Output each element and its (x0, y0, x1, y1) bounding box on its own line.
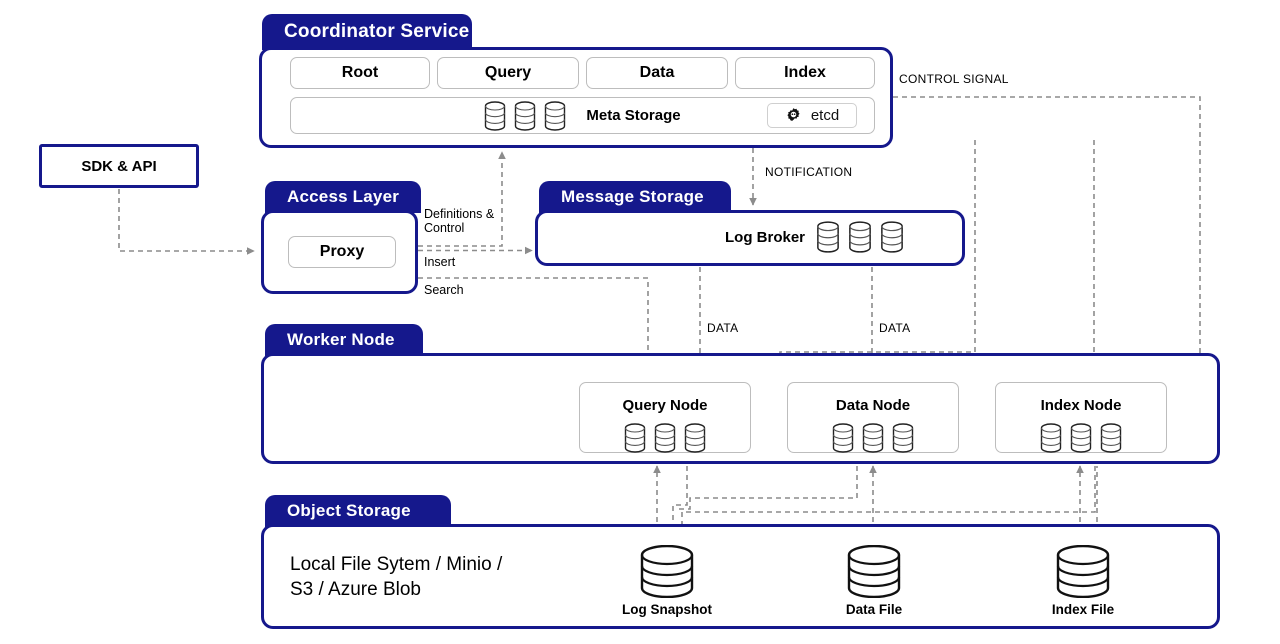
coordinator-service-query[interactable]: Query (437, 57, 579, 89)
database-cylinder-icon (847, 545, 901, 598)
proxy-box[interactable]: Proxy (288, 236, 396, 268)
log-broker-group: Log Broker (725, 221, 904, 253)
coordinator-service-query-label: Query (484, 64, 532, 81)
log-broker-label: Log Broker (725, 228, 806, 246)
database-cylinder-icon (545, 100, 566, 131)
coordinator-service-data-label: Data (639, 64, 675, 81)
query-node-box[interactable]: Query Node (579, 382, 751, 453)
coordinator-service-root[interactable]: Root (290, 57, 430, 89)
data-file-label: Data File (845, 602, 903, 617)
data-node-label: Data Node (835, 397, 911, 414)
worker-node-tab-label: Worker Node (287, 330, 395, 349)
log-snapshot-group (638, 545, 696, 598)
control-signal-label: CONTROL SIGNAL (899, 72, 1009, 86)
etcd-label: etcd (810, 107, 840, 124)
database-cylinder-icon (892, 423, 914, 453)
wire-sdk-to-proxy (118, 189, 255, 255)
message-storage-tab-label: Message Storage (561, 187, 704, 206)
index-node-label: Index Node (1040, 397, 1122, 414)
etcd-badge[interactable]: etcd (767, 103, 857, 128)
coordinator-service-index[interactable]: Index (735, 57, 875, 89)
access-layer-tab: Access Layer (265, 181, 421, 213)
meta-storage-label: Meta Storage (586, 107, 681, 124)
coordinator-service-data[interactable]: Data (586, 57, 728, 89)
data-node-box[interactable]: Data Node (787, 382, 959, 453)
data-label-left: DATA (707, 321, 739, 335)
index-node-cylinders (1040, 423, 1122, 453)
log-snapshot-label: Log Snapshot (622, 602, 712, 617)
database-cylinder-icon (515, 100, 536, 131)
search-label: Search (424, 283, 464, 297)
sdk-api-box[interactable]: SDK & API (39, 144, 199, 188)
database-cylinder-icon (684, 423, 706, 453)
access-layer-tab-label: Access Layer (287, 187, 400, 206)
meta-storage-content: Meta Storage (484, 100, 681, 131)
insert-label: Insert (424, 255, 456, 269)
coordinator-tab: Coordinator Service (262, 14, 472, 50)
gear-icon (787, 108, 800, 121)
proxy-label: Proxy (319, 243, 365, 260)
object-storage-tab-label: Object Storage (287, 501, 411, 520)
database-cylinder-icon (1056, 545, 1110, 598)
coordinator-service-index-label: Index (784, 64, 826, 81)
database-cylinder-icon (849, 221, 871, 253)
data-file-group (845, 545, 903, 598)
sdk-api-label: SDK & API (81, 157, 157, 175)
coordinator-tab-label: Coordinator Service (284, 21, 470, 42)
database-cylinder-icon (485, 100, 506, 131)
query-node-cylinders (624, 423, 706, 453)
database-cylinder-icon (1070, 423, 1092, 453)
coordinator-service-root-label: Root (341, 64, 379, 81)
database-cylinder-icon (654, 423, 676, 453)
object-storage-tab: Object Storage (265, 495, 451, 527)
data-label-right: DATA (879, 321, 911, 335)
index-file-group (1054, 545, 1112, 598)
database-cylinder-icon (817, 221, 839, 253)
index-file-label: Index File (1051, 602, 1115, 617)
notification-label: NOTIFICATION (765, 165, 853, 179)
database-cylinder-icon (1040, 423, 1062, 453)
message-storage-tab: Message Storage (539, 181, 731, 213)
database-cylinder-icon (624, 423, 646, 453)
object-storage-backends: Local File Sytem / Minio / S3 / Azure Bl… (290, 554, 503, 600)
database-cylinder-icon (640, 545, 694, 598)
database-cylinder-icon (881, 221, 903, 253)
wire-datafile-route (676, 466, 858, 510)
worker-node-tab: Worker Node (265, 324, 423, 356)
database-cylinder-icon (1100, 423, 1122, 453)
meta-storage-cylinders (484, 100, 566, 131)
database-cylinder-icon (862, 423, 884, 453)
index-node-box[interactable]: Index Node (995, 382, 1167, 453)
query-node-label: Query Node (622, 397, 708, 414)
data-node-cylinders (832, 423, 914, 453)
definitions-control-label: Definitions & Control (424, 207, 495, 235)
database-cylinder-icon (832, 423, 854, 453)
log-broker-cylinders (816, 221, 904, 253)
